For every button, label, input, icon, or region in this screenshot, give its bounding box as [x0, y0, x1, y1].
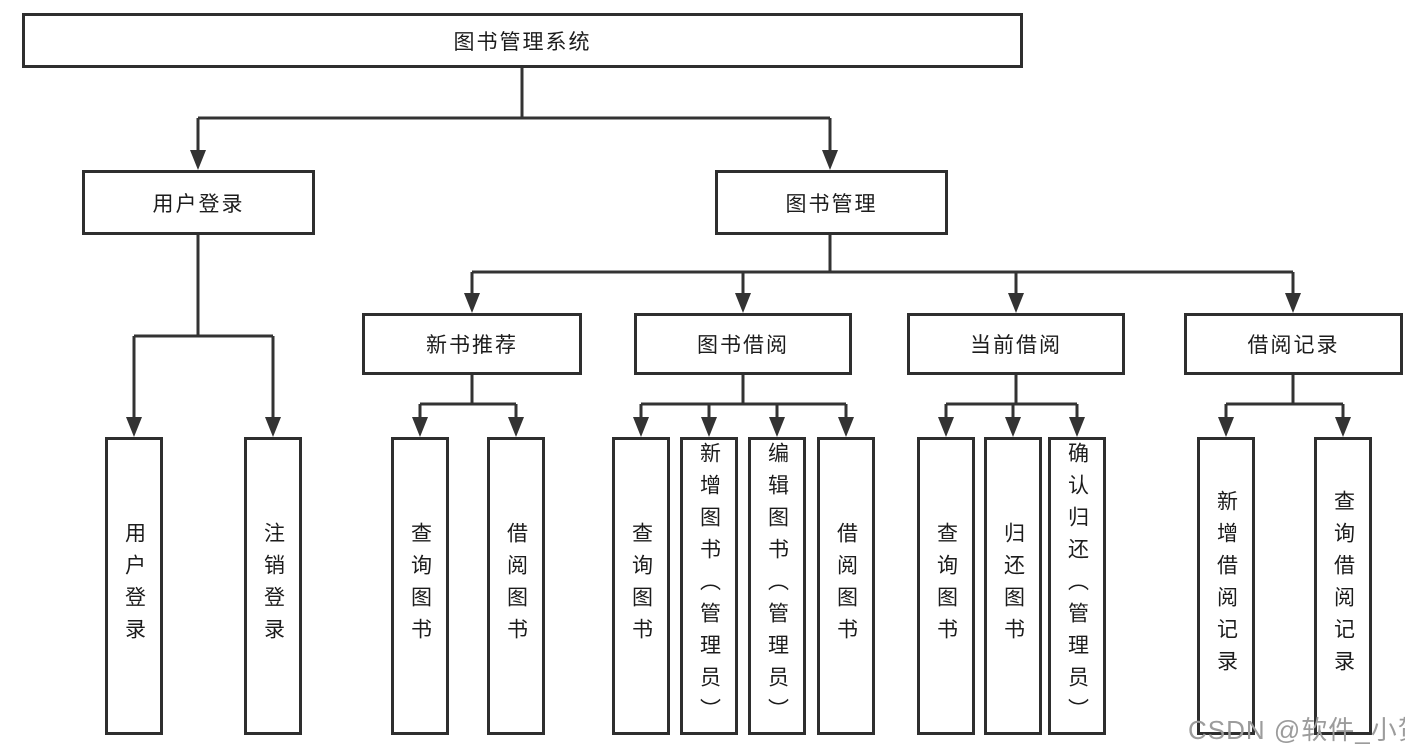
leaf-records-add: 新增借阅记录: [1197, 437, 1255, 735]
leaf-label: 注销登录: [261, 522, 285, 650]
leaf-borrowing-add-admin: 新增图书（管理员）: [680, 437, 738, 735]
node-label: 图书管理: [785, 192, 878, 216]
leaf-label: 查询图书: [934, 522, 958, 650]
leaf-newbooks-query: 查询图书: [391, 437, 449, 735]
leaf-borrowing-edit-admin: 编辑图书（管理员）: [748, 437, 806, 735]
leaf-borrowing-query: 查询图书: [612, 437, 670, 735]
node-borrow-records: 借阅记录: [1184, 313, 1403, 375]
csdn-watermark: CSDN @软件_小贺同学: [1188, 715, 1405, 745]
node-label: 借阅记录: [1247, 334, 1340, 357]
node-current-borrowing: 当前借阅: [907, 313, 1125, 375]
leaf-label: 新增借阅记录: [1214, 490, 1238, 682]
leaf-label: 查询图书: [408, 522, 432, 650]
leaf-label: 查询图书: [629, 522, 653, 650]
node-book-borrowing: 图书借阅: [634, 313, 852, 375]
leaf-label: 归还图书: [1001, 522, 1025, 650]
node-label: 图书借阅: [697, 334, 789, 357]
leaf-label: 借阅图书: [504, 522, 528, 650]
node-book-management: 图书管理: [715, 170, 948, 235]
leaf-label: 确认归还（管理员）: [1065, 442, 1089, 730]
leaf-borrowing-borrow: 借阅图书: [817, 437, 875, 735]
leaf-label: 新增图书（管理员）: [697, 442, 721, 730]
leaf-current-query: 查询图书: [917, 437, 975, 735]
leaf-label: 查询借阅记录: [1331, 490, 1355, 682]
node-label: 用户登录: [152, 192, 245, 216]
node-label: 当前借阅: [970, 334, 1062, 357]
node-new-book-recommend: 新书推荐: [362, 313, 582, 375]
node-label: 新书推荐: [426, 334, 518, 357]
leaf-current-confirm-admin: 确认归还（管理员）: [1048, 437, 1106, 735]
node-label: 图书管理系统: [453, 30, 592, 54]
node-user-login: 用户登录: [82, 170, 315, 235]
leaf-records-query: 查询借阅记录: [1314, 437, 1372, 735]
node-system-root: 图书管理系统: [22, 13, 1023, 68]
leaf-newbooks-borrow: 借阅图书: [487, 437, 545, 735]
leaf-label: 用户登录: [122, 522, 146, 650]
leaf-label: 借阅图书: [834, 522, 858, 650]
leaf-logout: 注销登录: [244, 437, 302, 735]
leaf-user-login: 用户登录: [105, 437, 163, 735]
leaf-label: 编辑图书（管理员）: [765, 442, 789, 730]
leaf-current-return: 归还图书: [984, 437, 1042, 735]
